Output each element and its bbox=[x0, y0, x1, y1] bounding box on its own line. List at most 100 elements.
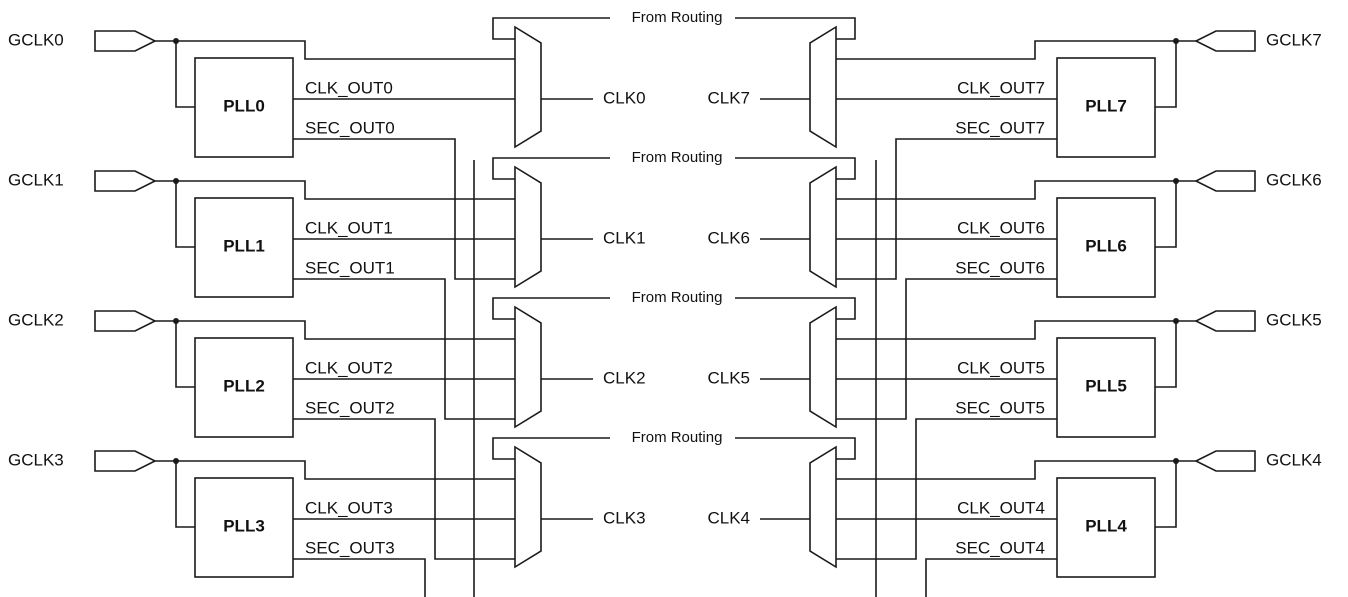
gclk-label: GCLK0 bbox=[8, 30, 64, 49]
clock-mux bbox=[514, 165, 542, 289]
gclk-input-pin-icon bbox=[1194, 450, 1256, 472]
gclk-input-pin-icon bbox=[94, 30, 157, 52]
pll-label: PLL5 bbox=[1085, 376, 1127, 395]
gclk-to-pll-wire bbox=[175, 41, 195, 108]
sec-out-label: SEC_OUT7 bbox=[955, 118, 1045, 137]
clk-out-label: CLK_OUT3 bbox=[305, 498, 393, 517]
clock-mux bbox=[809, 165, 837, 289]
sec-out-label: SEC_OUT4 bbox=[955, 538, 1045, 557]
clock-mux bbox=[809, 25, 837, 149]
gclk-label: GCLK2 bbox=[8, 310, 64, 329]
pll-block bbox=[194, 57, 294, 158]
clock-mux bbox=[514, 305, 542, 429]
pll-label: PLL2 bbox=[223, 376, 265, 395]
junction-dot bbox=[1173, 178, 1179, 184]
from-routing-label: From Routing bbox=[632, 149, 723, 166]
gclk-to-pll-wire bbox=[175, 321, 195, 388]
gclk-to-mux-wire bbox=[155, 320, 515, 340]
pll-label: PLL6 bbox=[1085, 236, 1127, 255]
sec-out-label: SEC_OUT6 bbox=[955, 258, 1045, 277]
gclk-to-pll-wire bbox=[1155, 461, 1177, 528]
sec-out-wire bbox=[293, 138, 515, 280]
sec-out-wire bbox=[836, 138, 1057, 280]
clk-output-label: CLK6 bbox=[707, 228, 750, 247]
clock-mux bbox=[809, 445, 837, 569]
junction-dot bbox=[1173, 458, 1179, 464]
from-routing-label: From Routing bbox=[632, 9, 723, 26]
clock-mux bbox=[514, 25, 542, 149]
sec-out-label: SEC_OUT3 bbox=[305, 538, 395, 557]
pll-label: PLL4 bbox=[1085, 516, 1127, 535]
pll-block bbox=[194, 197, 294, 298]
sec-out-wire bbox=[293, 558, 426, 597]
from-routing-right-wire bbox=[735, 297, 856, 320]
clk-output-label: CLK2 bbox=[603, 368, 646, 387]
from-routing-label: From Routing bbox=[632, 289, 723, 306]
from-routing-right-wire bbox=[735, 437, 856, 460]
clk-out-label: CLK_OUT4 bbox=[957, 498, 1045, 517]
pll-label: PLL0 bbox=[223, 96, 265, 115]
gclk-label: GCLK7 bbox=[1266, 30, 1322, 49]
gclk-input-pin-icon bbox=[1194, 30, 1256, 52]
gclk-input-pin-icon bbox=[94, 310, 157, 332]
gclk-to-pll-wire bbox=[175, 461, 195, 528]
pll-block bbox=[1056, 57, 1156, 158]
gclk-to-pll-wire bbox=[1155, 321, 1177, 388]
clk-out-label: CLK_OUT6 bbox=[957, 218, 1045, 237]
clk-out-label: CLK_OUT1 bbox=[305, 218, 393, 237]
sec-out-label: SEC_OUT2 bbox=[305, 398, 395, 417]
junction-dot bbox=[1173, 318, 1179, 324]
gclk-label: GCLK1 bbox=[8, 170, 64, 189]
gclk-to-mux-wire bbox=[836, 320, 1196, 340]
sec-out-wire bbox=[836, 278, 1057, 420]
sec-out-label: SEC_OUT0 bbox=[305, 118, 395, 137]
clk-output-label: CLK5 bbox=[707, 368, 750, 387]
pll-label: PLL7 bbox=[1085, 96, 1127, 115]
clk-output-label: CLK4 bbox=[707, 508, 750, 527]
gclk-to-mux-wire bbox=[155, 460, 515, 480]
gclk-to-mux-wire bbox=[836, 180, 1196, 200]
sec-out-label: SEC_OUT5 bbox=[955, 398, 1045, 417]
from-routing-left-wire bbox=[492, 17, 610, 40]
clk-output-label: CLK0 bbox=[603, 88, 646, 107]
clk-out-label: CLK_OUT2 bbox=[305, 358, 393, 377]
pll-label: PLL3 bbox=[223, 516, 265, 535]
junction-dot bbox=[1173, 38, 1179, 44]
sec-out-wire bbox=[293, 418, 515, 560]
clk-output-label: CLK3 bbox=[603, 508, 646, 527]
gclk-label: GCLK4 bbox=[1266, 450, 1322, 469]
clock-mux bbox=[514, 445, 542, 569]
pll-block bbox=[194, 477, 294, 578]
pll-block bbox=[1056, 337, 1156, 438]
clk-out-label: CLK_OUT7 bbox=[957, 78, 1045, 97]
from-routing-left-wire bbox=[492, 157, 610, 180]
junction-dot bbox=[173, 38, 179, 44]
from-routing-left-wire bbox=[492, 437, 610, 460]
gclk-input-pin-icon bbox=[1194, 310, 1256, 332]
gclk-to-mux-wire bbox=[155, 180, 515, 200]
sec-out-label: SEC_OUT1 bbox=[305, 258, 395, 277]
gclk-label: GCLK6 bbox=[1266, 170, 1322, 189]
clock-mux bbox=[809, 305, 837, 429]
sec-out-wire bbox=[925, 558, 1057, 597]
junction-dot bbox=[173, 458, 179, 464]
junction-dot bbox=[173, 318, 179, 324]
from-routing-label: From Routing bbox=[632, 429, 723, 446]
gclk-input-pin-icon bbox=[94, 170, 157, 192]
from-routing-left-wire bbox=[492, 297, 610, 320]
from-routing-right-wire bbox=[735, 17, 856, 40]
pll-label: PLL1 bbox=[223, 236, 265, 255]
gclk-input-pin-icon bbox=[1194, 170, 1256, 192]
gclk-to-pll-wire bbox=[1155, 181, 1177, 248]
gclk-to-mux-wire bbox=[155, 40, 515, 60]
clk-output-label: CLK1 bbox=[603, 228, 646, 247]
gclk-label: GCLK5 bbox=[1266, 310, 1322, 329]
